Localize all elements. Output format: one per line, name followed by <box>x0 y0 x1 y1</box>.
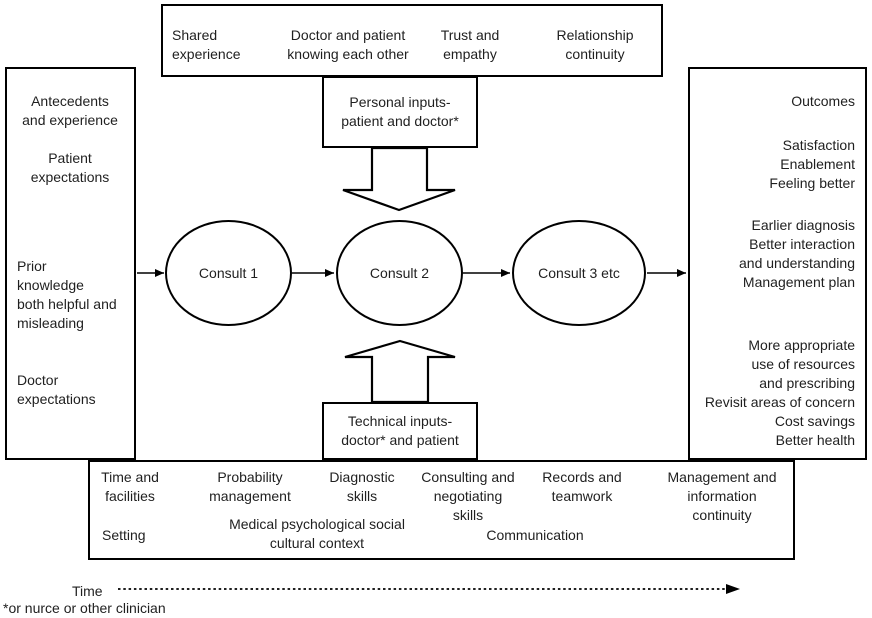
top-item-shared-experience: Shared experience <box>172 27 241 62</box>
top-item-doctor-patient-knowing: Doctor and patient knowing each other <box>287 27 409 62</box>
left-box <box>5 67 136 460</box>
footnote: *or nurce or other clinician <box>3 600 166 616</box>
left-item-patient-expectations: Patient expectations <box>30 150 110 185</box>
right-box <box>688 67 867 460</box>
technical-inputs-label: Technical inputs- doctor* and patient <box>341 413 459 448</box>
block-arrow-up-icon <box>344 339 456 404</box>
left-item-doctor-expectations: Doctor expectations <box>17 372 96 407</box>
consult-2-label: Consult 2 <box>369 264 430 281</box>
bottom-item-medical-psychological-social: Medical psychological social cultural co… <box>229 516 405 551</box>
timeline-label: Time <box>72 583 103 599</box>
technical-inputs-box: Technical inputs- doctor* and patient <box>322 402 478 460</box>
consult-1-ellipse: Consult 1 <box>165 220 292 326</box>
top-item-trust-empathy: Trust and empathy <box>440 27 500 62</box>
bottom-item-probability-management: Probability management <box>209 469 291 504</box>
block-arrow-down-icon <box>342 146 456 212</box>
bottom-item-time-facilities: Time and facilities <box>101 469 159 504</box>
bottom-item-diagnostic-skills: Diagnostic skills <box>329 469 395 504</box>
consult-1-label: Consult 1 <box>198 264 259 281</box>
bottom-item-management-information: Management and information continuity <box>667 469 777 523</box>
left-item-antecedents: Antecedents and experience <box>22 93 118 128</box>
personal-inputs-box: Personal inputs- patient and doctor* <box>322 76 478 148</box>
consult-3-label: Consult 3 etc <box>538 264 620 281</box>
bottom-item-setting: Setting <box>102 527 146 543</box>
bottom-item-consulting-negotiating: Consulting and negotiating skills <box>421 469 515 523</box>
right-item-outcomes: Outcomes <box>791 93 855 109</box>
left-item-prior-knowledge: Prior knowledge both helpful and mislead… <box>17 258 117 331</box>
right-item-diagnosis-group: Earlier diagnosis Better interaction and… <box>739 217 855 290</box>
top-item-relationship-continuity: Relationship continuity <box>556 27 634 62</box>
bottom-item-records-teamwork: Records and teamwork <box>542 469 622 504</box>
consult-2-ellipse: Consult 2 <box>336 220 463 326</box>
right-item-satisfaction-group: Satisfaction Enablement Feeling better <box>769 137 855 191</box>
bottom-item-communication: Communication <box>486 527 584 543</box>
personal-inputs-label: Personal inputs- patient and doctor* <box>341 94 459 129</box>
consult-3-ellipse: Consult 3 etc <box>512 220 646 326</box>
right-item-resources-group: More appropriate use of resources and pr… <box>704 337 855 448</box>
timeline-arrowhead-icon <box>726 584 740 594</box>
bottom-box <box>88 460 795 560</box>
